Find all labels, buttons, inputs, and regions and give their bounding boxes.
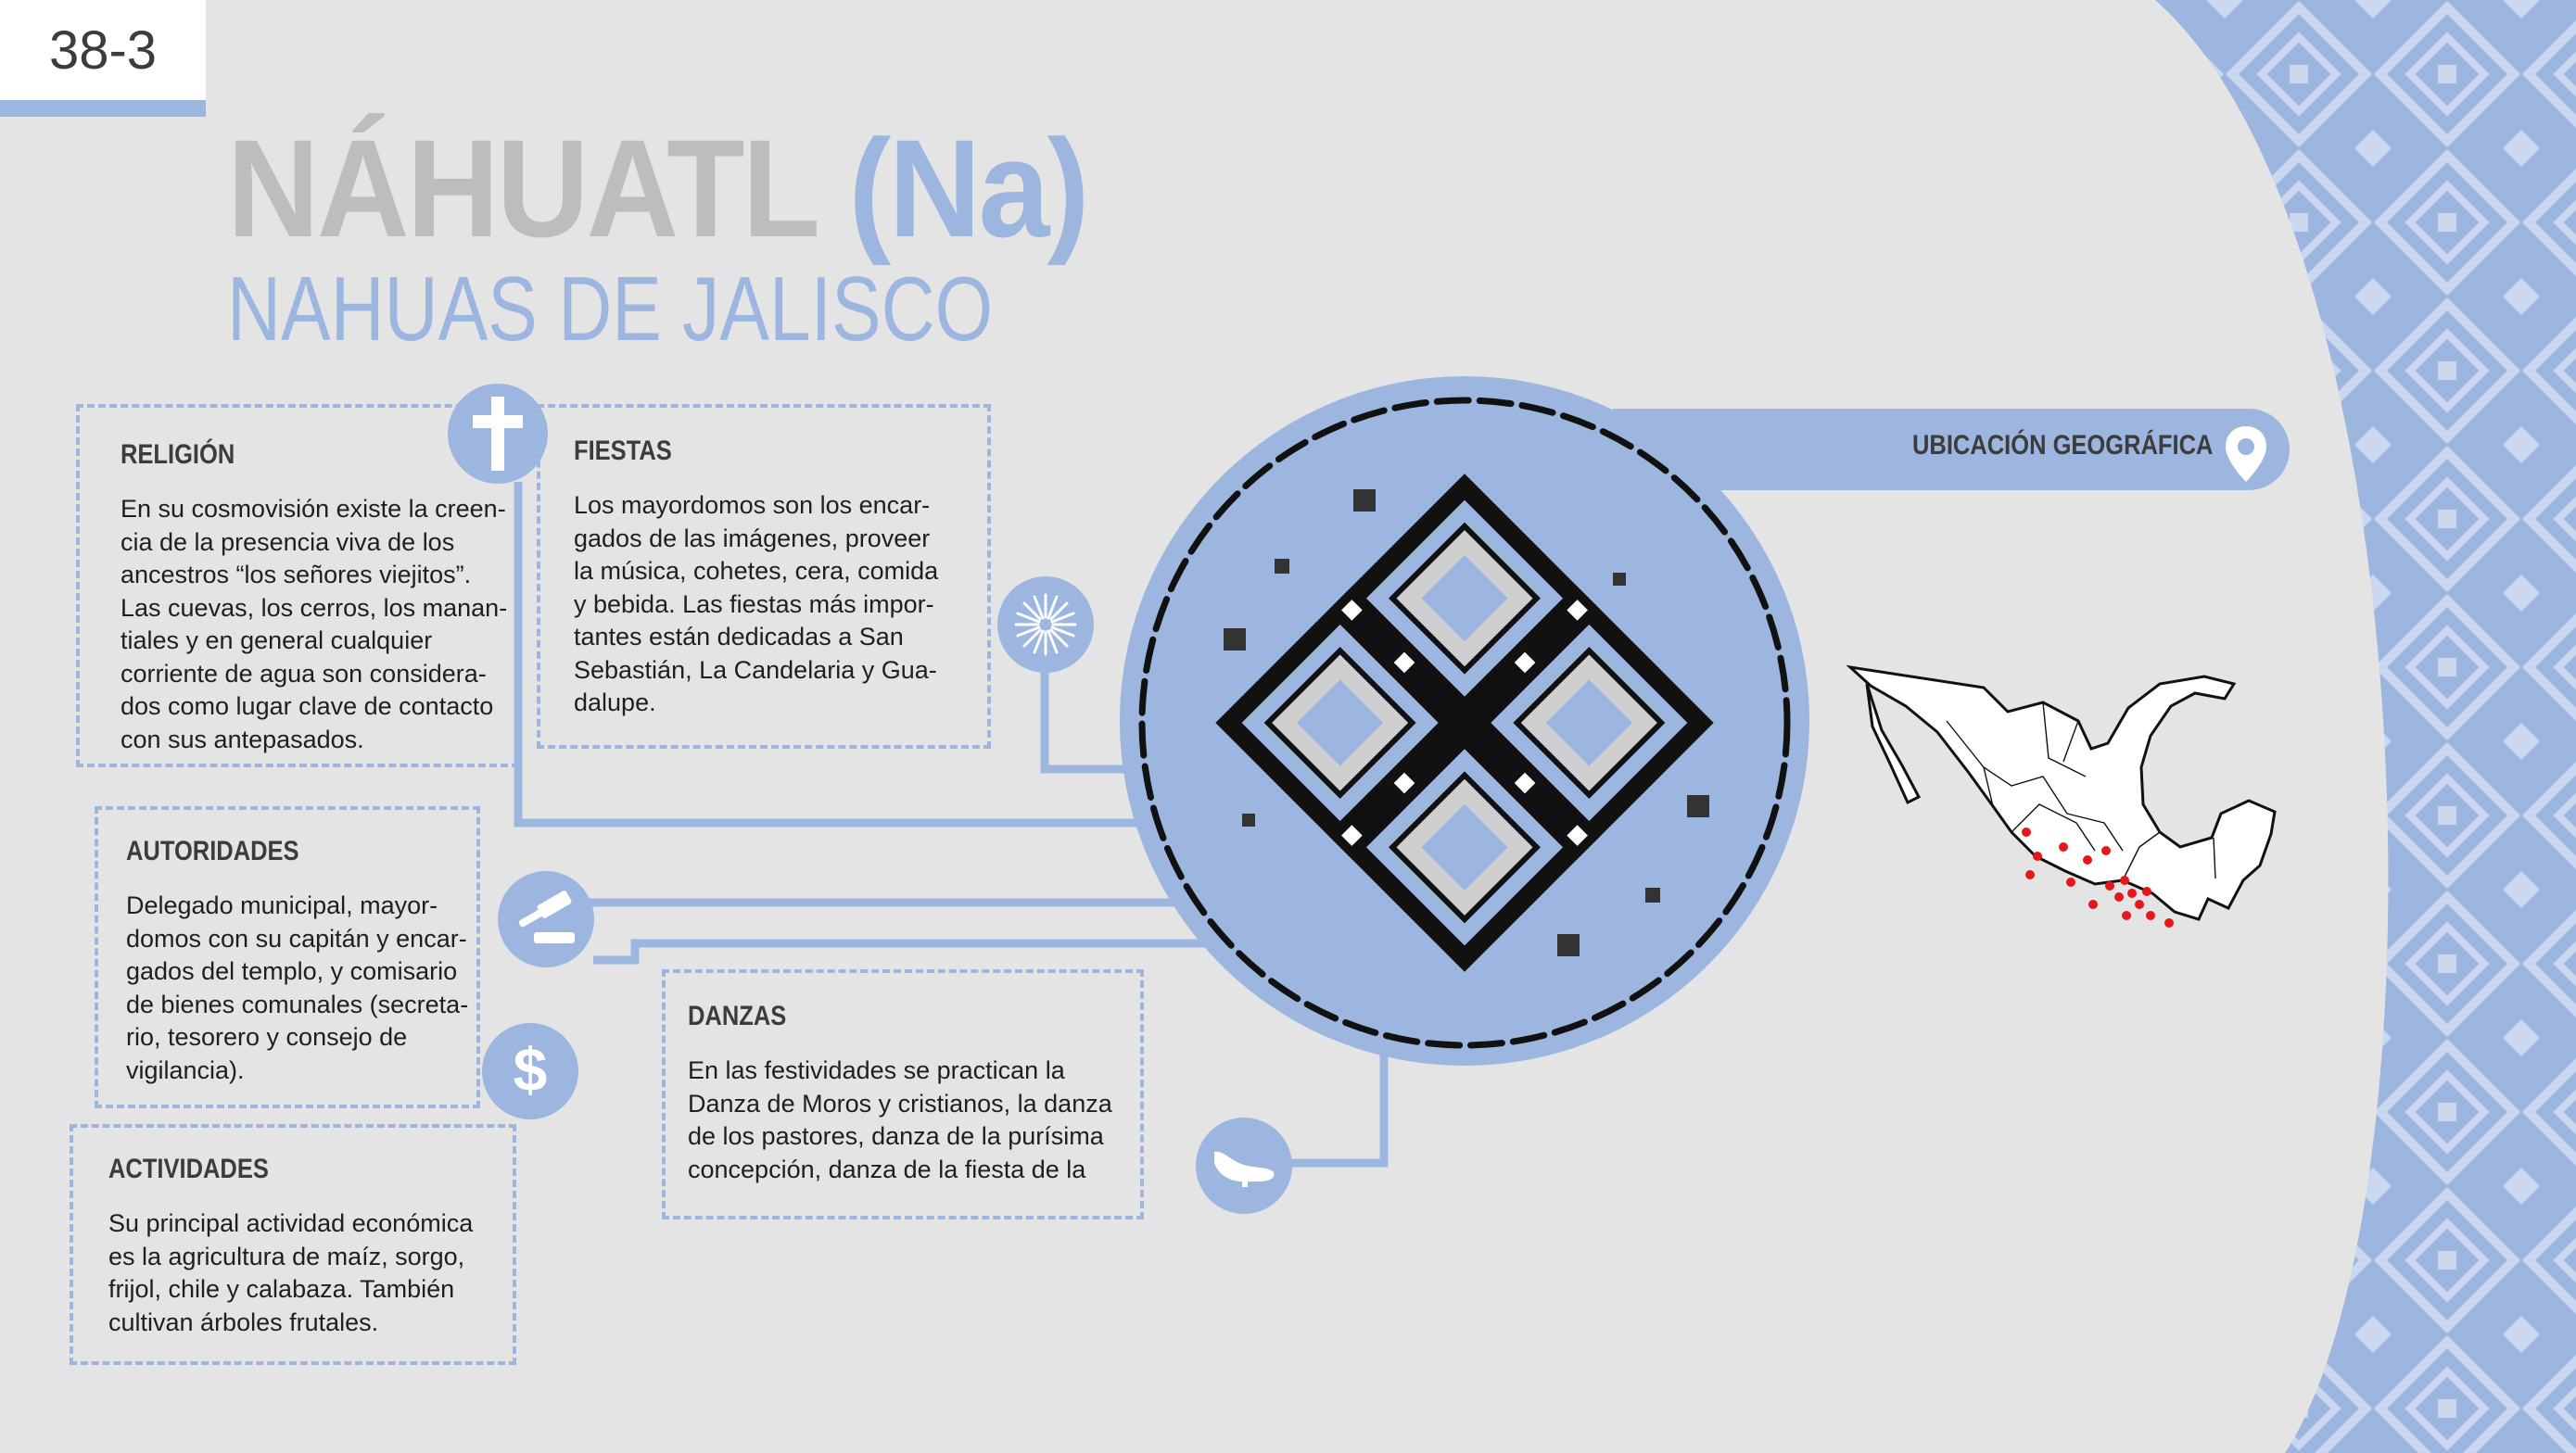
location-label: UBICACIÓN GEOGRÁFICA xyxy=(1912,430,2214,461)
location-bar xyxy=(1613,409,2290,490)
svg-text:$: $ xyxy=(514,1035,548,1104)
fiestas-text: Los mayordomos son los encar- gados de l… xyxy=(574,491,939,716)
autoridades-heading: AUTORIDADES xyxy=(126,836,299,866)
danzas-icon-badge xyxy=(1196,1118,1292,1214)
danzas-box: DANZAS En las festividades se practican … xyxy=(662,969,1144,1219)
embroidery-pattern-icon xyxy=(1120,376,1809,1066)
actividades-heading: ACTIVIDADES xyxy=(108,1154,269,1184)
title-main: NÁHUATL xyxy=(227,110,818,266)
fiestas-icon-badge xyxy=(997,576,1094,673)
autoridades-box: AUTORIDADES Delegado municipal, mayor- d… xyxy=(95,806,480,1108)
page-title: NÁHUATL (Na) xyxy=(227,119,1089,258)
fireworks-icon xyxy=(1014,593,1077,656)
danzas-heading: DANZAS xyxy=(688,1001,787,1031)
fiestas-heading: FIESTAS xyxy=(574,436,672,466)
page-number: 38-3 xyxy=(0,0,206,117)
religion-box: RELIGIÓN En su cosmovisión existe la cre… xyxy=(76,404,519,767)
actividades-box: ACTIVIDADES Su principal actividad econó… xyxy=(70,1124,516,1365)
page-subtitle: NAHUAS DE JALISCO xyxy=(227,258,994,360)
dollar-icon: $ xyxy=(514,1035,548,1104)
danzas-text: En las festividades se practican la Danz… xyxy=(688,1056,1112,1183)
title-abbreviation: (Na) xyxy=(848,110,1089,266)
actividades-text: Su principal actividad económica es la a… xyxy=(108,1209,474,1336)
actividades-icon-badge: $ xyxy=(482,1023,578,1119)
autoridades-text: Delegado municipal, mayor- domos con su … xyxy=(126,891,469,1084)
fiestas-box: FIESTAS Los mayordomos son los encar- ga… xyxy=(537,404,991,749)
cross-icon xyxy=(473,397,523,471)
dance-shoe-icon xyxy=(1214,1151,1275,1187)
religion-text: En su cosmovisión existe la creen- cia d… xyxy=(121,495,508,753)
religion-icon-badge xyxy=(448,384,548,484)
map-pin-icon xyxy=(2226,426,2266,482)
autoridades-icon-badge xyxy=(498,871,594,967)
mexico-map-icon xyxy=(1846,664,2277,928)
religion-heading: RELIGIÓN xyxy=(121,439,235,470)
gavel-icon xyxy=(518,891,575,943)
